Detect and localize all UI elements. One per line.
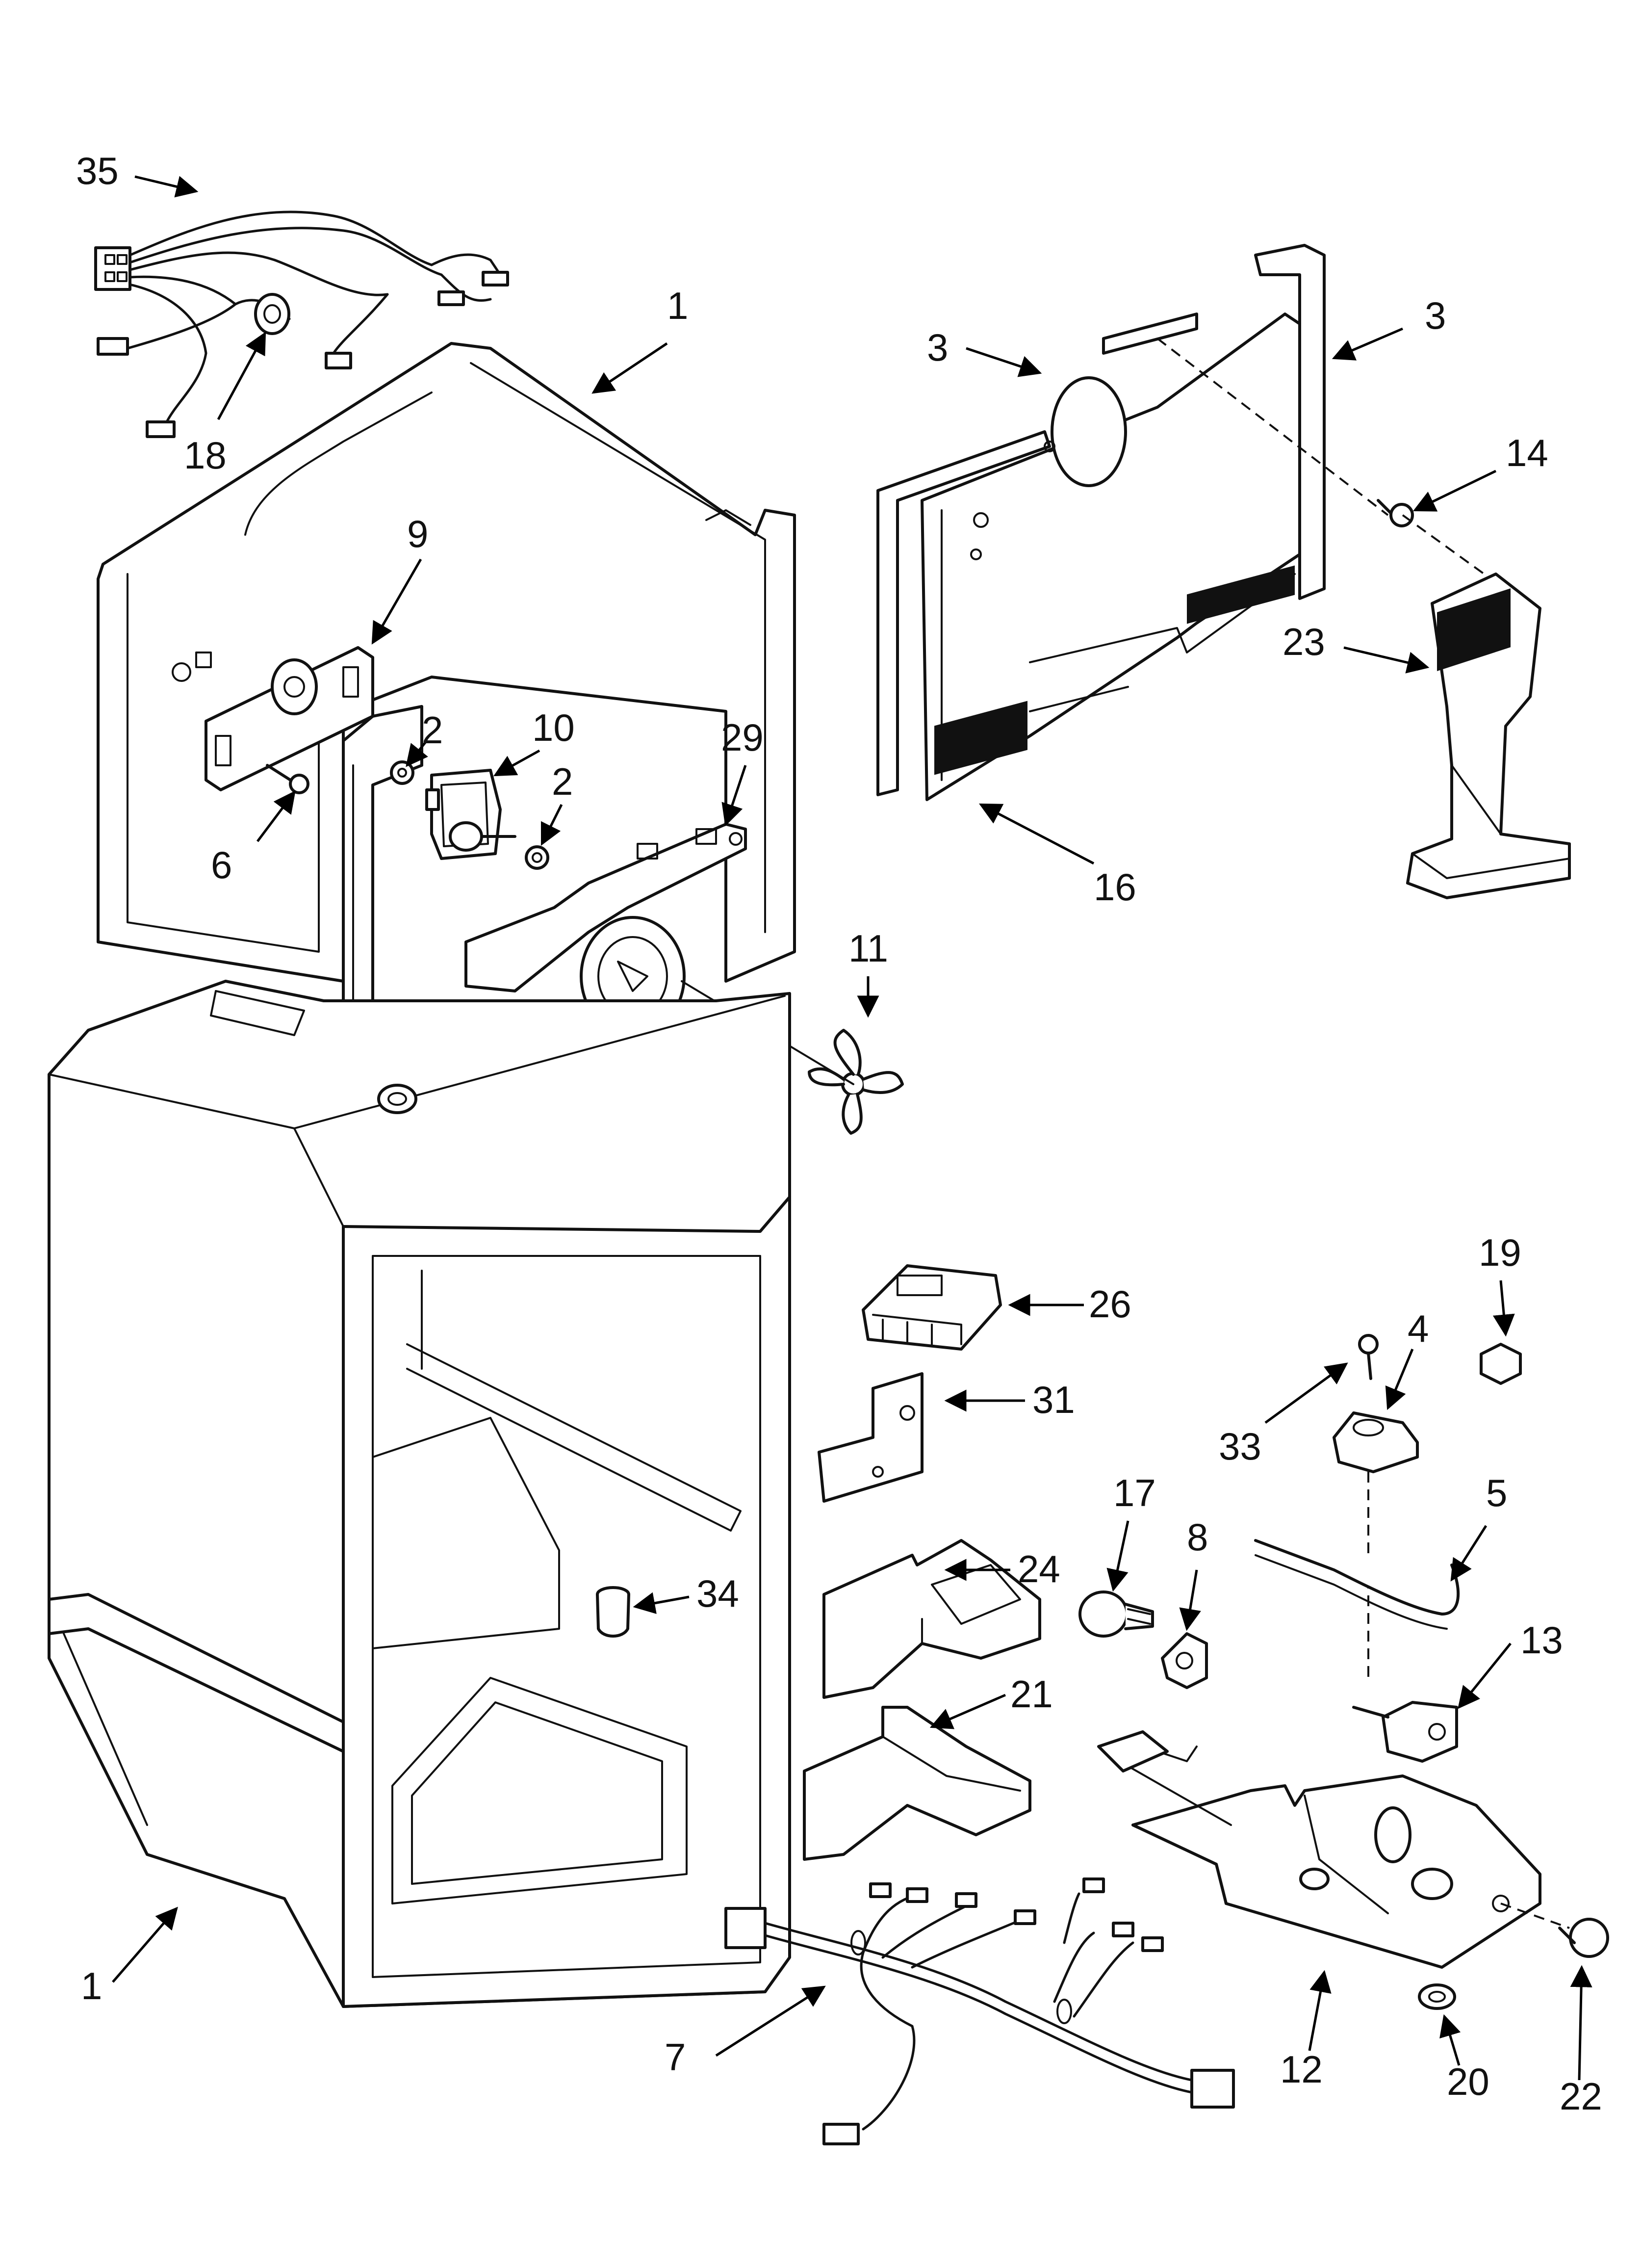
control-housing-26	[862, 1264, 1002, 1351]
callout-31: 31	[1032, 1378, 1075, 1421]
control-box-12	[1097, 1730, 1541, 1969]
nut-2a	[390, 760, 414, 785]
callout-14: 14	[1506, 431, 1548, 474]
callout-29: 29	[721, 716, 764, 759]
callout-35: 35	[76, 149, 119, 192]
callout-1-top: 1	[667, 284, 688, 327]
callout-34: 34	[696, 1572, 739, 1615]
callout-33: 33	[1219, 1425, 1261, 1468]
grommet-20	[1418, 1983, 1456, 2010]
screw-6	[266, 764, 309, 794]
seal-strip-3-left	[876, 430, 1051, 796]
seal-strip-3-right	[1102, 244, 1326, 600]
clip-19	[1480, 1343, 1522, 1385]
callout-1-bottom: 1	[81, 1964, 102, 2007]
cap-34	[596, 1586, 630, 1638]
damper-housing-24	[822, 1539, 1041, 1699]
callout-2-b: 2	[552, 760, 573, 803]
callout-3-right: 3	[1425, 294, 1446, 337]
callout-labels: 35 18 1 9 2 10 2 29 6 11 3 3 14 23 16 26…	[76, 149, 1602, 2118]
control-knob-4	[1333, 1411, 1419, 1678]
leader-lines	[112, 175, 1592, 2081]
screw-33	[1358, 1334, 1379, 1380]
callout-7: 7	[665, 2035, 686, 2079]
callout-23: 23	[1283, 620, 1325, 663]
washer-2b	[525, 845, 549, 870]
callout-4: 4	[1408, 1307, 1429, 1350]
callout-13: 13	[1520, 1618, 1563, 1662]
light-socket-8	[1161, 1632, 1208, 1689]
callout-3-left: 3	[927, 326, 948, 369]
shim-31	[818, 1372, 924, 1503]
callout-10: 10	[532, 706, 575, 749]
control-bracket-9	[172, 646, 374, 791]
refrigerator-cabinet	[48, 980, 791, 2008]
callout-19: 19	[1479, 1231, 1521, 1274]
light-bulb-17	[1078, 1590, 1154, 1638]
diffuser-21	[803, 1706, 1031, 1861]
callout-8: 8	[1187, 1515, 1208, 1559]
callout-22: 22	[1560, 2075, 1602, 2118]
screw-14	[1156, 338, 1414, 527]
callout-18: 18	[184, 434, 227, 477]
wire-harness-7	[724, 1877, 1235, 2145]
callout-24: 24	[1018, 1547, 1060, 1590]
callout-16: 16	[1094, 865, 1136, 909]
evaporator-cover-16	[921, 313, 1301, 801]
callout-9: 9	[407, 512, 428, 555]
callout-12: 12	[1280, 2048, 1323, 2091]
fan-motor-10	[425, 769, 516, 860]
callout-21: 21	[1010, 1672, 1053, 1716]
callout-11: 11	[848, 927, 888, 970]
callout-17: 17	[1113, 1471, 1156, 1514]
callout-6: 6	[211, 843, 232, 886]
fan-blade-11	[681, 980, 904, 1135]
switch-13	[1352, 1701, 1458, 1763]
callout-26: 26	[1089, 1282, 1131, 1326]
callout-5: 5	[1486, 1471, 1507, 1514]
callout-2-a: 2	[422, 708, 443, 752]
air-duct-23	[1402, 514, 1571, 899]
callout-20: 20	[1447, 2060, 1489, 2103]
knob-22	[1500, 1903, 1609, 1958]
wire-harness-35	[94, 210, 509, 438]
capillary-tube-5	[1254, 1539, 1460, 1630]
